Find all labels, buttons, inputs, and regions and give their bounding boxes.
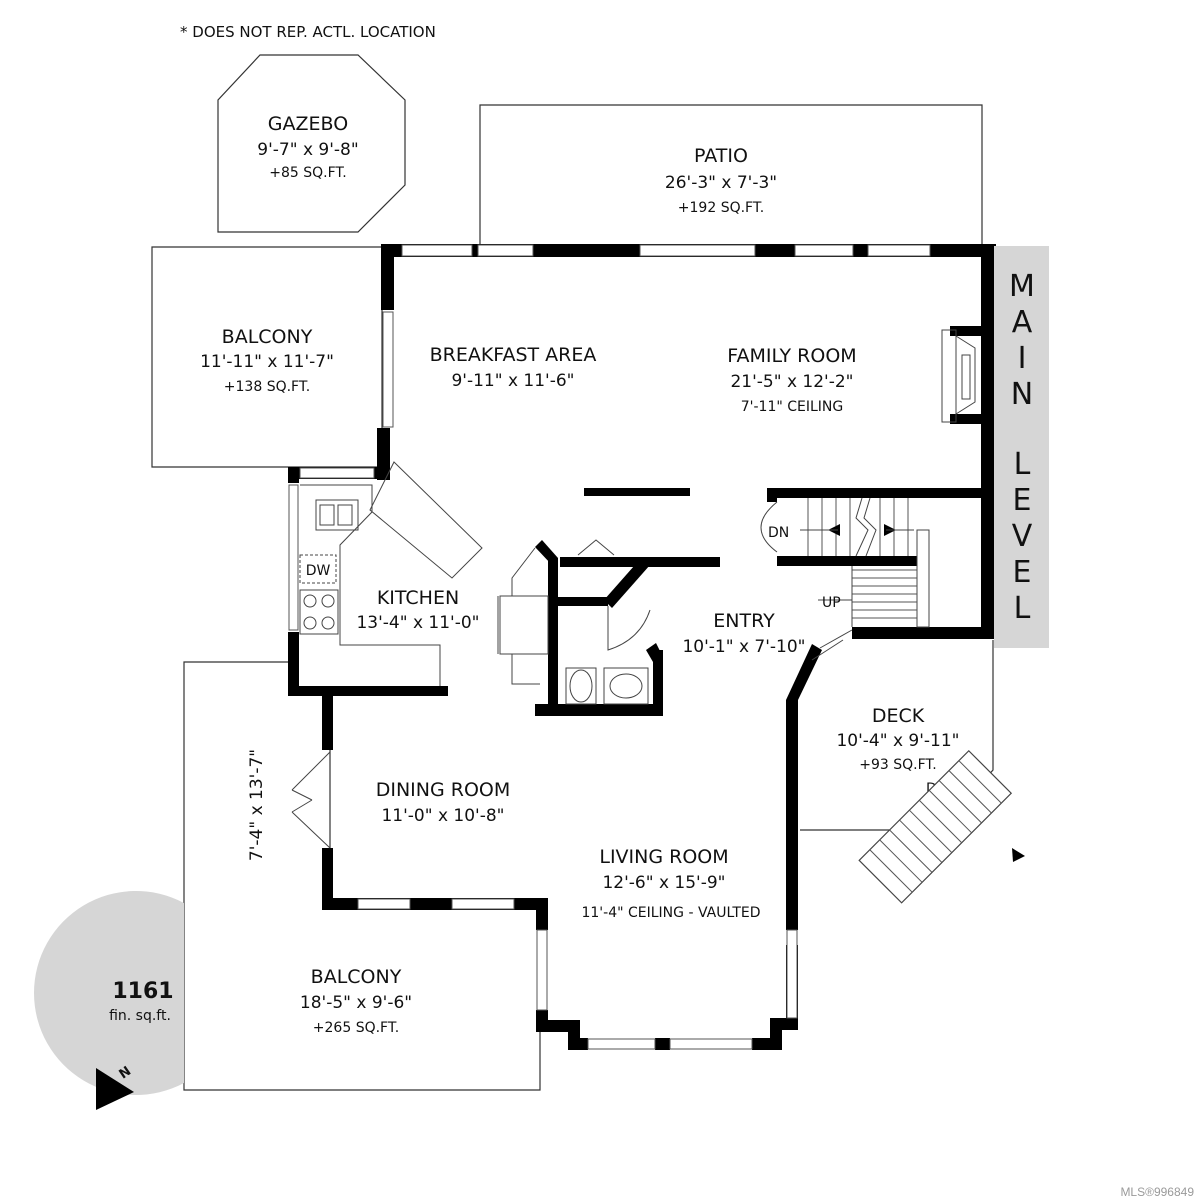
finished-area-badge: [33, 891, 184, 1095]
stair-up-label: UP: [822, 595, 841, 611]
deck-label: DECK 10'-4" x 9'-11" +93 SQ.FT.: [836, 705, 959, 773]
svg-text:E: E: [1013, 483, 1032, 518]
svg-text:+85 SQ.FT.: +85 SQ.FT.: [269, 165, 347, 181]
svg-text:10'-4" x 9'-11": 10'-4" x 9'-11": [836, 731, 959, 751]
svg-text:KITCHEN: KITCHEN: [377, 587, 459, 609]
svg-text:LIVING ROOM: LIVING ROOM: [599, 846, 728, 868]
fireplace: [941, 329, 976, 423]
stair-dn-label: DN: [768, 525, 789, 541]
svg-text:BALCONY: BALCONY: [311, 966, 402, 988]
svg-text:DINING ROOM: DINING ROOM: [376, 779, 511, 801]
svg-text:11'-0" x 10'-8": 11'-0" x 10'-8": [381, 806, 504, 826]
living-room-label: LIVING ROOM 12'-6" x 15'-9" 11'-4" CEILI…: [581, 846, 760, 921]
doors: [291, 539, 853, 849]
svg-text:V: V: [1012, 519, 1033, 554]
dishwasher-label: DW: [306, 563, 331, 579]
breakfast-area-label: BREAKFAST AREA 9'-11" x 11'-6": [430, 344, 597, 391]
svg-text:PATIO: PATIO: [694, 145, 748, 167]
svg-text:11'-11" x 11'-7": 11'-11" x 11'-7": [200, 352, 334, 372]
dining-room-label: DINING ROOM 11'-0" x 10'-8": [376, 779, 511, 826]
mls-number: MLS®996849: [1120, 1185, 1194, 1199]
svg-text:ENTRY: ENTRY: [713, 610, 775, 632]
patio-outline: [479, 104, 983, 250]
balcony-side-dims: 7'-4" x 13'-7": [247, 749, 267, 861]
deck-stair-arrow: [1012, 848, 1025, 862]
svg-text:I: I: [1018, 341, 1027, 376]
north-arrow-icon: [96, 1068, 134, 1110]
svg-text:13'-4" x 11'-0": 13'-4" x 11'-0": [356, 613, 479, 633]
level-banner: [994, 246, 1049, 648]
svg-text:+138 SQ.FT.: +138 SQ.FT.: [224, 379, 310, 395]
balcony-bottom-label: BALCONY 18'-5" x 9'-6" +265 SQ.FT.: [300, 966, 412, 1036]
family-room-label: FAMILY ROOM 21'-5" x 12'-2" 7'-11" CEILI…: [727, 345, 856, 415]
disclaimer-text: * DOES NOT REP. ACTL. LOCATION: [180, 23, 436, 41]
entry-label: ENTRY 10'-1" x 7'-10": [682, 610, 805, 657]
svg-text:BALCONY: BALCONY: [222, 326, 313, 348]
svg-text:L: L: [1014, 591, 1031, 626]
patio-label: PATIO 26'-3" x 7'-3" +192 SQ.FT.: [665, 145, 777, 216]
powder-room-fixtures: [565, 667, 649, 705]
main-stairs: [760, 497, 930, 628]
svg-text:E: E: [1013, 555, 1032, 590]
svg-text:M: M: [1009, 269, 1035, 304]
level-label: M A I N L E V E L: [1009, 269, 1035, 626]
finished-area-value: 1161: [112, 979, 173, 1004]
svg-text:18'-5" x 9'-6": 18'-5" x 9'-6": [300, 993, 412, 1013]
svg-text:11'-4" CEILING - VAULTED: 11'-4" CEILING - VAULTED: [581, 905, 760, 921]
svg-text:9'-7" x 9'-8": 9'-7" x 9'-8": [257, 140, 358, 160]
windows: [288, 244, 931, 1050]
svg-text:GAZEBO: GAZEBO: [268, 113, 348, 135]
svg-text:26'-3" x 7'-3": 26'-3" x 7'-3": [665, 173, 777, 193]
kitchen-label: KITCHEN 13'-4" x 11'-0": [356, 587, 479, 633]
svg-text:7'-11" CEILING: 7'-11" CEILING: [741, 399, 844, 415]
svg-text:+192 SQ.FT.: +192 SQ.FT.: [678, 200, 764, 216]
svg-text:21'-5" x 12'-2": 21'-5" x 12'-2": [730, 372, 853, 392]
balcony-top-label: BALCONY 11'-11" x 11'-7" +138 SQ.FT.: [200, 326, 334, 395]
svg-text:9'-11" x 11'-6": 9'-11" x 11'-6": [451, 371, 574, 391]
svg-text:A: A: [1012, 305, 1033, 340]
kitchen-counters: [299, 461, 483, 686]
svg-text:10'-1" x 7'-10": 10'-1" x 7'-10": [682, 637, 805, 657]
svg-text:+93 SQ.FT.: +93 SQ.FT.: [859, 757, 937, 773]
gazebo-outline: [217, 54, 406, 233]
svg-text:DECK: DECK: [872, 705, 925, 727]
gazebo-label: GAZEBO 9'-7" x 9'-8" +85 SQ.FT.: [257, 113, 358, 181]
deck-stairs: [858, 749, 1013, 904]
svg-text:N: N: [1011, 377, 1033, 412]
svg-text:+265 SQ.FT.: +265 SQ.FT.: [313, 1020, 399, 1036]
svg-text:12'-6" x 15'-9": 12'-6" x 15'-9": [602, 873, 725, 893]
finished-area-unit: fin. sq.ft.: [109, 1008, 171, 1024]
svg-text:FAMILY ROOM: FAMILY ROOM: [727, 345, 856, 367]
svg-text:L: L: [1014, 447, 1031, 482]
exterior-walls: [288, 244, 996, 1050]
entry-closet: [497, 547, 549, 685]
svg-text:BREAKFAST AREA: BREAKFAST AREA: [430, 344, 597, 366]
